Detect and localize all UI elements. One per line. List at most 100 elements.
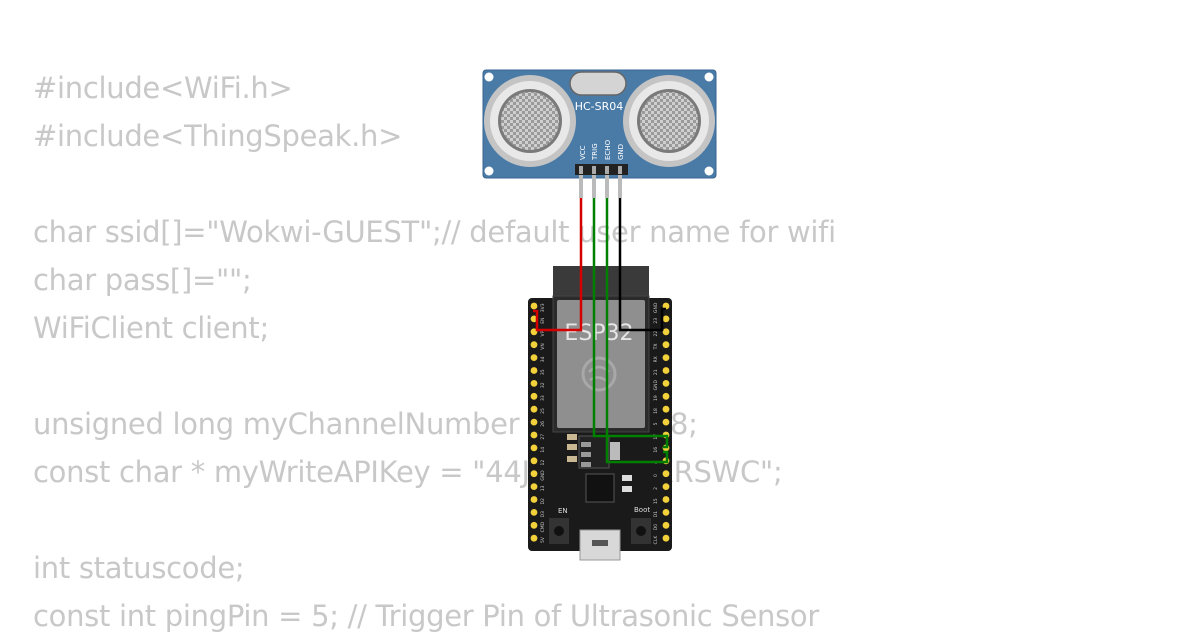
mount-hole-icon	[484, 72, 494, 82]
pin-label: VP	[540, 330, 546, 336]
pin-label: 12	[540, 460, 546, 466]
mount-hole-icon	[704, 166, 714, 176]
pin-label: 0	[653, 474, 659, 477]
pin-left-13[interactable]	[530, 470, 538, 478]
pin-label: GND	[653, 380, 659, 391]
pin-label: 16	[653, 447, 659, 453]
pin-right-7[interactable]	[662, 392, 670, 400]
pin-label: TX	[653, 344, 659, 351]
wire-vcc	[533, 198, 583, 332]
wire-gnd	[618, 198, 666, 332]
pin-right-17[interactable]	[662, 521, 670, 529]
pin-right-0[interactable]	[662, 302, 670, 310]
pin-label: 5V	[540, 536, 546, 543]
pin-label: D3	[540, 511, 546, 517]
pin-right-5[interactable]	[662, 367, 670, 374]
pin-label: RX	[653, 356, 659, 362]
code-line: const int pingPin = 5; // Trigger Pin of…	[33, 599, 819, 633]
module-shield	[557, 300, 645, 428]
sensor-pin-header	[575, 164, 628, 175]
wire-echo	[605, 198, 669, 464]
hc-sr04-sensor[interactable]: HC-SR04 VCC TRIG ECHO GND	[482, 69, 717, 198]
pin-left-10[interactable]	[530, 431, 538, 439]
boot-label: Boot	[634, 506, 650, 514]
crystal-oscillator	[569, 71, 627, 96]
transducer-left	[484, 75, 576, 167]
pin-left-6[interactable]	[530, 380, 538, 387]
pin-label: 14	[540, 447, 546, 453]
pin-left-4[interactable]	[530, 354, 538, 361]
pin-right-18[interactable]	[662, 534, 670, 542]
pin-label: 23	[653, 318, 659, 324]
left-pin-header: 3V3ENVPVN343532332526271412GND13D2D3CMD5…	[530, 302, 546, 543]
pin-left-16[interactable]	[530, 509, 538, 516]
pin-label-trig: TRIG	[591, 143, 599, 161]
pin-left-7[interactable]	[530, 392, 538, 400]
esp32-label: ESP32	[564, 321, 633, 346]
pin-label: GND	[653, 302, 659, 313]
pin-label: 32	[540, 382, 546, 388]
pin-left-17[interactable]	[530, 521, 538, 529]
pin-label: D0	[653, 524, 659, 530]
pin-right-4[interactable]	[662, 354, 670, 361]
pin-right-14[interactable]	[662, 483, 670, 490]
pin-left-9[interactable]	[530, 418, 538, 426]
pin-right-1[interactable]	[662, 315, 670, 323]
pin-label: 27	[540, 434, 546, 440]
pin-label: 18	[653, 408, 659, 414]
pin-label-gnd: GND	[617, 144, 625, 160]
pin-left-15[interactable]	[530, 496, 538, 503]
pin-label: 5	[653, 422, 659, 425]
pin-label: 35	[540, 369, 546, 375]
pin-left-0[interactable]	[530, 302, 538, 310]
pin-label: CLK	[653, 535, 659, 545]
pin-label: 21	[653, 369, 659, 375]
pin-left-2[interactable]	[530, 328, 538, 336]
pin-left-14[interactable]	[530, 483, 538, 490]
pin-left-11[interactable]	[530, 444, 538, 452]
mount-hole-icon	[704, 72, 714, 82]
pin-label: EN	[540, 318, 546, 324]
pin-label: D1	[653, 511, 659, 517]
espressif-logo-icon	[581, 356, 617, 392]
pin-label: 13	[540, 485, 546, 491]
pin-label: 33	[540, 395, 546, 401]
pin-right-8[interactable]	[662, 405, 670, 413]
wire-trig	[592, 198, 669, 449]
en-label: EN	[558, 507, 568, 515]
pin-label: 3V3	[540, 303, 546, 312]
code-line: #include<ThingSpeak.h>	[33, 119, 403, 153]
pin-right-6[interactable]	[662, 380, 670, 387]
pin-left-3[interactable]	[530, 341, 538, 349]
pin-right-13[interactable]	[662, 470, 670, 478]
pin-right-3[interactable]	[662, 341, 670, 349]
pin-label: 34	[540, 356, 546, 362]
esp32-board[interactable]: ESP32 EN Boot 3V3ENVPVN34353233252627141…	[528, 266, 672, 561]
pin-label-vcc: VCC	[579, 145, 587, 160]
pin-right-2[interactable]	[662, 328, 670, 336]
pin-right-16[interactable]	[662, 509, 670, 516]
pin-right-9[interactable]	[662, 418, 670, 426]
code-line: int statuscode;	[33, 551, 245, 585]
pin-label: VN	[540, 343, 546, 349]
pin-label: 2	[653, 487, 659, 490]
pin-left-1[interactable]	[530, 315, 538, 323]
pin-label: 15	[653, 498, 659, 504]
pin-left-5[interactable]	[530, 367, 538, 374]
pin-right-15[interactable]	[662, 496, 670, 503]
pin-label: CMD	[540, 521, 546, 532]
pin-left-12[interactable]	[530, 457, 538, 465]
code-background: #include<WiFi.h>#include<ThingSpeak.h>ch…	[33, 64, 836, 640]
pin-left-18[interactable]	[530, 534, 538, 542]
pin-label: 22	[653, 331, 659, 337]
wires[interactable]	[533, 198, 669, 464]
code-line: char pass[]="";	[33, 263, 252, 297]
pin-label: GND	[540, 470, 546, 481]
transducer-right	[623, 75, 715, 167]
pin-label: D2	[540, 498, 546, 504]
code-line: WiFiClient client;	[33, 311, 269, 345]
pin-left-8[interactable]	[530, 405, 538, 413]
antenna-area	[553, 266, 649, 300]
usb-bridge-chip	[585, 473, 615, 503]
